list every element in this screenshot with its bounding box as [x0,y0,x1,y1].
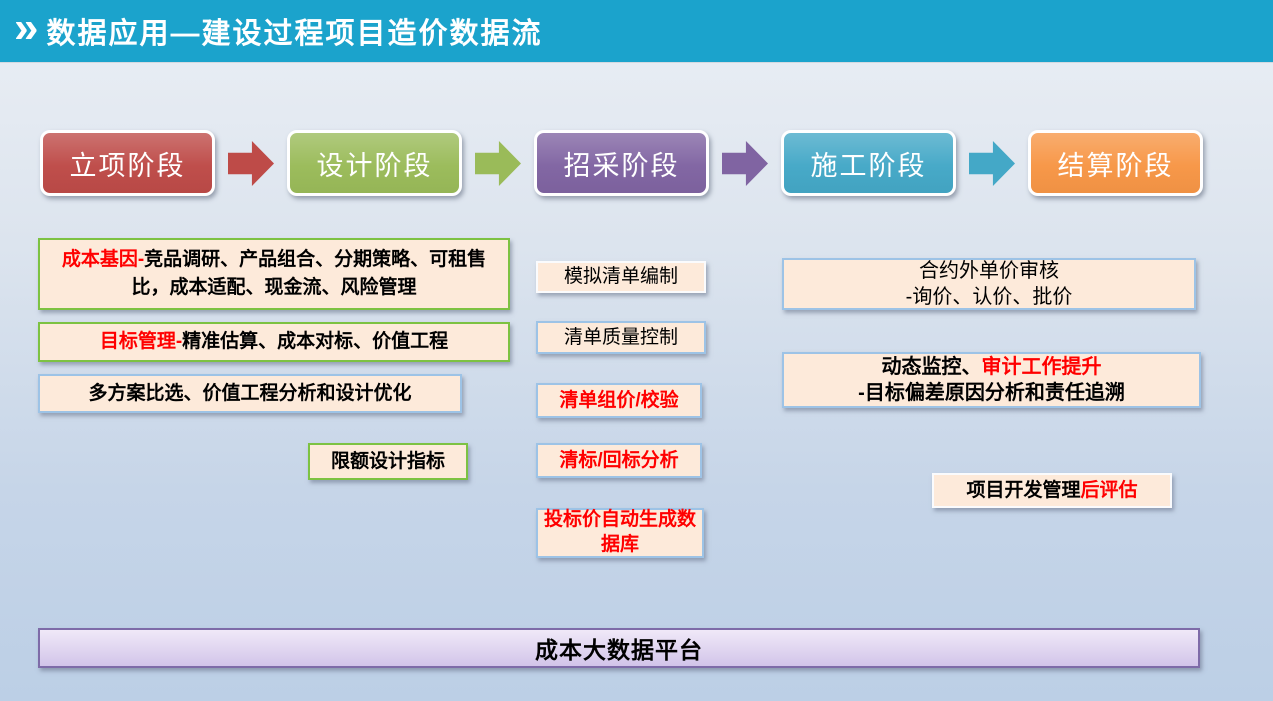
stage-box-lixiang: 立项阶段 [40,130,215,196]
note-dynamic-monitoring: 动态监控、审计工作提升 -目标偏差原因分析和责任追溯 [782,352,1201,408]
stage-label: 施工阶段 [810,150,927,181]
note-line2: -目标偏差原因分析和责任追溯 [858,382,1125,404]
platform-bar: 成本大数据平台 [38,628,1200,668]
stage-label: 招采阶段 [563,150,680,181]
stage-box-shigong: 施工阶段 [781,130,956,196]
note-contract-review: 合约外单价审核 -询价、认价、批价 [782,258,1196,310]
note-text: 清标/回标分析 [559,449,679,471]
stage-label: 结算阶段 [1057,150,1174,181]
note-bid-price-database: 投标价自动生成数据库 [536,508,704,558]
note-list-quality: 清单质量控制 [536,321,706,354]
note-part-red: 审计工作提升 [981,356,1102,378]
note-text: 项目开发管理后评估 [966,477,1137,505]
title-bar: » 数据应用—建设过程项目造价数据流 [0,0,1273,62]
note-cost-gene: 成本基因-竞品调研、产品组合、分期策略、可租售比，成本适配、现金流、风险管理 [38,238,510,310]
note-highlight: 成本基因- [61,249,145,271]
stage-label: 立项阶段 [69,150,186,181]
note-bid-analysis: 清标/回标分析 [536,443,702,478]
note-line1: 合约外单价审核 [919,260,1059,282]
note-scheme-comparison: 多方案比选、价值工程分析和设计优化 [38,374,462,413]
platform-label: 成本大数据平台 [535,637,703,663]
note-target-management: 目标管理-精准估算、成本对标、价值工程 [38,322,510,362]
note-line1: 动态监控、审计工作提升 [882,354,1102,380]
arrow-right-icon-3 [722,141,768,186]
stage-label: 设计阶段 [316,150,433,181]
note-text: 多方案比选、价值工程分析和设计优化 [88,382,412,404]
note-text: 投标价自动生成数据库 [544,509,697,555]
note-text: 清单质量控制 [563,326,678,348]
note-text: 清单组价/校验 [559,389,679,411]
page-title: 数据应用—建设过程项目造价数据流 [46,18,543,50]
note-part-black: 项目开发管理 [966,479,1081,501]
arrow-right-icon-2 [475,141,521,186]
note-list-pricing: 清单组价/校验 [536,383,702,418]
note-highlight: 目标管理- [99,331,183,353]
stage-box-sheji: 设计阶段 [287,130,462,196]
note-text: 模拟清单编制 [563,266,678,288]
arrow-right-icon-4 [969,141,1015,186]
note-line2: -询价、认价、批价 [905,286,1073,308]
note-body: 精准估算、成本对标、价值工程 [182,331,449,353]
note-limit-design: 限额设计指标 [308,443,468,480]
note-part-red: 后评估 [1080,479,1138,501]
note-text: 目标管理-精准估算、成本对标、价值工程 [100,328,448,356]
note-post-evaluation: 项目开发管理后评估 [932,473,1172,508]
stage-box-jiesuan: 结算阶段 [1028,130,1203,196]
note-mock-list: 模拟清单编制 [536,261,706,293]
note-part-black: 动态监控、 [881,356,982,378]
arrow-right-icon-1 [228,141,274,186]
chevron-icon: » [14,3,39,52]
note-body: 竞品调研、产品组合、分期策略、可租售比，成本适配、现金流、风险管理 [131,249,487,298]
stage-box-zhaocai: 招采阶段 [534,130,709,196]
note-text: 限额设计指标 [330,450,445,472]
note-text: 成本基因-竞品调研、产品组合、分期策略、可租售比，成本适配、现金流、风险管理 [46,246,502,301]
